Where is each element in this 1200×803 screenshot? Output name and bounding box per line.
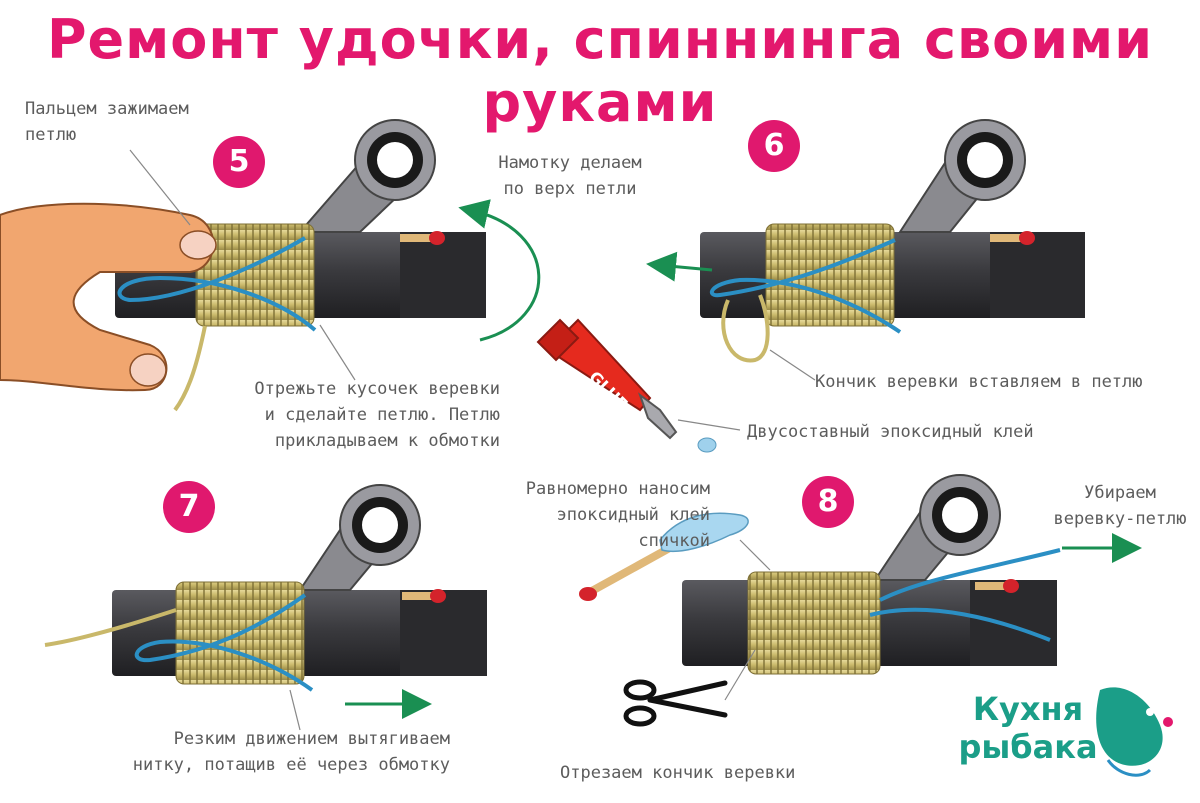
caption-remove: Убираем веревку-петлю: [1053, 483, 1187, 529]
step-8-badge: 8: [802, 476, 854, 528]
page-title: Ремонт удочки, спиннинга своими руками: [46, 8, 1154, 134]
caption-s7-pull: Резким движением вытягиваем нитку, потащ…: [132, 729, 450, 775]
caption-glue: Двусоставный эпоксидный клей: [747, 422, 1034, 442]
step8-rod: [682, 474, 1142, 675]
caption-s5-wind: Намотку делаем по верх петли: [498, 153, 642, 199]
fish-logo-icon: [1096, 687, 1173, 777]
logo-text: Кухня рыбака: [958, 690, 1098, 766]
step-5-badge: 5: [213, 136, 265, 188]
step-6-badge: 6: [748, 120, 800, 172]
step-7-badge: 7: [163, 481, 215, 533]
step6-rod: [646, 119, 1085, 381]
step5-rod: [0, 119, 541, 412]
scissors-icon: [623, 649, 756, 727]
caption-apply: Равномерно наносим эпоксидный клей спичк…: [525, 479, 710, 551]
caption-s6-tip: Кончик веревки вставляем в петлю: [815, 372, 1143, 392]
match-with-glue: [579, 512, 771, 601]
step7-rod: [44, 484, 487, 731]
caption-cut: Отрезаем кончик веревки: [560, 763, 796, 783]
caption-s5-loop: Отрежьте кусочек веревки и сделайте петл…: [254, 379, 500, 451]
glue-tube: [536, 318, 741, 453]
caption-s5-finger: Пальцем зажимаем петлю: [25, 99, 189, 145]
